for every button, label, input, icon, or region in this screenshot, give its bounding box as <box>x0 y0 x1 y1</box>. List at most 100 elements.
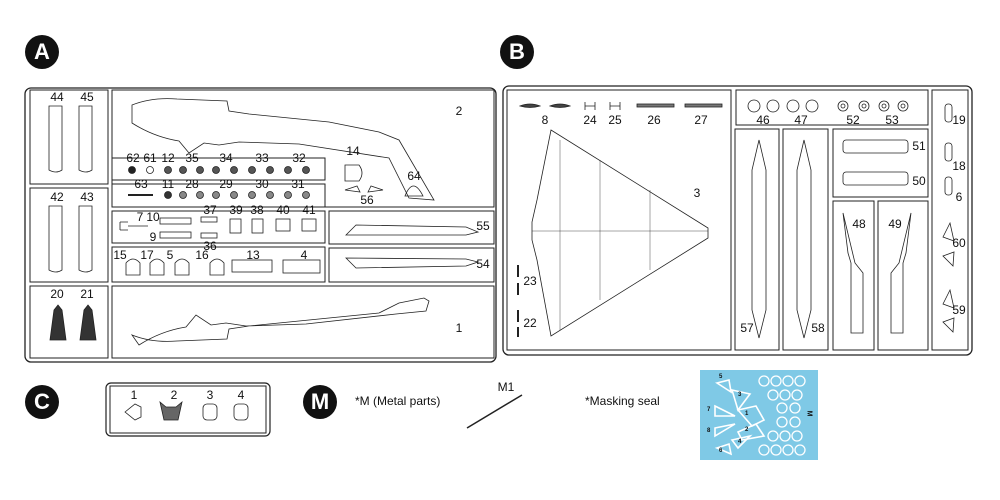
part-a45 <box>78 105 93 173</box>
part-b24 <box>584 102 596 110</box>
sprue-a-badge: A <box>25 35 59 69</box>
part-b27 <box>684 103 723 108</box>
part-a14 <box>344 164 363 182</box>
part-a-row2-wheels <box>128 191 310 199</box>
part-number: 17 <box>140 248 154 262</box>
part-number: 5 <box>166 248 174 262</box>
part-number: 52 <box>846 113 860 127</box>
part-a38 <box>251 218 264 234</box>
mask-piece-number: 5 <box>719 374 723 380</box>
part-number: 13 <box>246 248 260 262</box>
part-b3-delta-wing <box>531 129 709 337</box>
part-number: 47 <box>794 113 808 127</box>
part-b57 <box>751 139 767 339</box>
part-number: 33 <box>255 151 269 165</box>
part-number: 14 <box>346 144 360 158</box>
part-c2 <box>159 400 183 421</box>
part-number: 55 <box>476 219 490 233</box>
part-a20 <box>49 304 67 341</box>
part-a37 <box>200 216 218 223</box>
part-number: 57 <box>740 321 754 335</box>
part-a5 <box>174 258 190 276</box>
part-number: M1 <box>497 380 515 394</box>
part-number: 3 <box>693 186 701 200</box>
part-b19 <box>944 103 953 123</box>
metal-parts-caption: *M (Metal parts) <box>355 394 441 408</box>
part-number: 38 <box>250 203 264 217</box>
sprue-b-parts <box>517 99 955 339</box>
part-b49 <box>890 212 912 334</box>
metal-parts-badge: M <box>303 385 337 419</box>
part-b6 <box>944 176 953 196</box>
part-number: 43 <box>80 190 94 204</box>
part-number: 58 <box>811 321 825 335</box>
part-b50 <box>842 171 909 186</box>
part-number: 28 <box>185 177 199 191</box>
mask-sheet-mark: M <box>805 410 813 417</box>
part-number: 32 <box>292 151 306 165</box>
part-number: 22 <box>523 316 537 330</box>
part-number: 40 <box>276 203 290 217</box>
mask-piece-number: 6 <box>719 448 723 454</box>
part-number: 44 <box>50 90 64 104</box>
part-number: 26 <box>647 113 661 127</box>
part-a40 <box>275 218 291 232</box>
part-number: 49 <box>888 217 902 231</box>
sprue-a-frame <box>24 87 497 363</box>
sprue-c-badge: C <box>25 385 59 419</box>
part-number: 25 <box>608 113 622 127</box>
part-a4 <box>282 259 321 274</box>
part-number: 18 <box>952 159 966 173</box>
mask-piece-number: 2 <box>745 427 749 433</box>
masking-seal-shapes <box>714 375 806 456</box>
part-number: 63 <box>134 177 148 191</box>
sprue-c-frame <box>105 382 271 437</box>
mask-piece-number: 4 <box>738 439 742 445</box>
part-number: 50 <box>912 174 926 188</box>
part-number: 11 <box>161 177 175 191</box>
part-number: 27 <box>694 113 708 127</box>
part-a7-10-9 <box>119 221 148 231</box>
part-b-wheels <box>747 99 909 113</box>
part-number: 4 <box>237 388 245 402</box>
part-number: 4 <box>300 248 308 262</box>
part-number: 2 <box>455 104 463 118</box>
part-a16 <box>209 258 225 276</box>
part-a13 <box>231 259 273 273</box>
sprue-a-parts <box>48 98 480 346</box>
part-number: 6 <box>955 190 963 204</box>
part-number: 23 <box>523 274 537 288</box>
part-number: 3 <box>206 388 214 402</box>
part-a42 <box>48 205 63 273</box>
part-number: 54 <box>476 257 490 271</box>
part-number: 12 <box>161 151 175 165</box>
part-number: 61 <box>143 151 157 165</box>
part-a36 <box>200 232 218 239</box>
sprue-b-badge: B <box>500 35 534 69</box>
part-a9 <box>159 231 192 239</box>
part-number: 19 <box>952 113 966 127</box>
part-number: 9 <box>149 230 157 244</box>
part-a1-fuselage-half <box>130 297 430 346</box>
part-m1-rod <box>466 394 523 429</box>
part-b60 <box>942 221 955 267</box>
part-a41 <box>301 218 317 232</box>
part-c4 <box>233 403 249 421</box>
part-b25 <box>609 102 621 110</box>
part-a10 <box>159 217 192 225</box>
sprue-c-parts <box>124 400 249 421</box>
part-number: 62 <box>126 151 140 165</box>
part-number: 1 <box>455 321 463 335</box>
part-number: 7 <box>136 210 144 224</box>
part-number: 45 <box>80 90 94 104</box>
part-b26 <box>636 103 675 108</box>
part-a43 <box>78 205 93 273</box>
part-number: 21 <box>80 287 94 301</box>
part-number: 35 <box>185 151 199 165</box>
part-number: 42 <box>50 190 64 204</box>
part-b8 <box>518 103 572 108</box>
part-a44 <box>48 105 63 173</box>
part-number: 60 <box>952 236 966 250</box>
